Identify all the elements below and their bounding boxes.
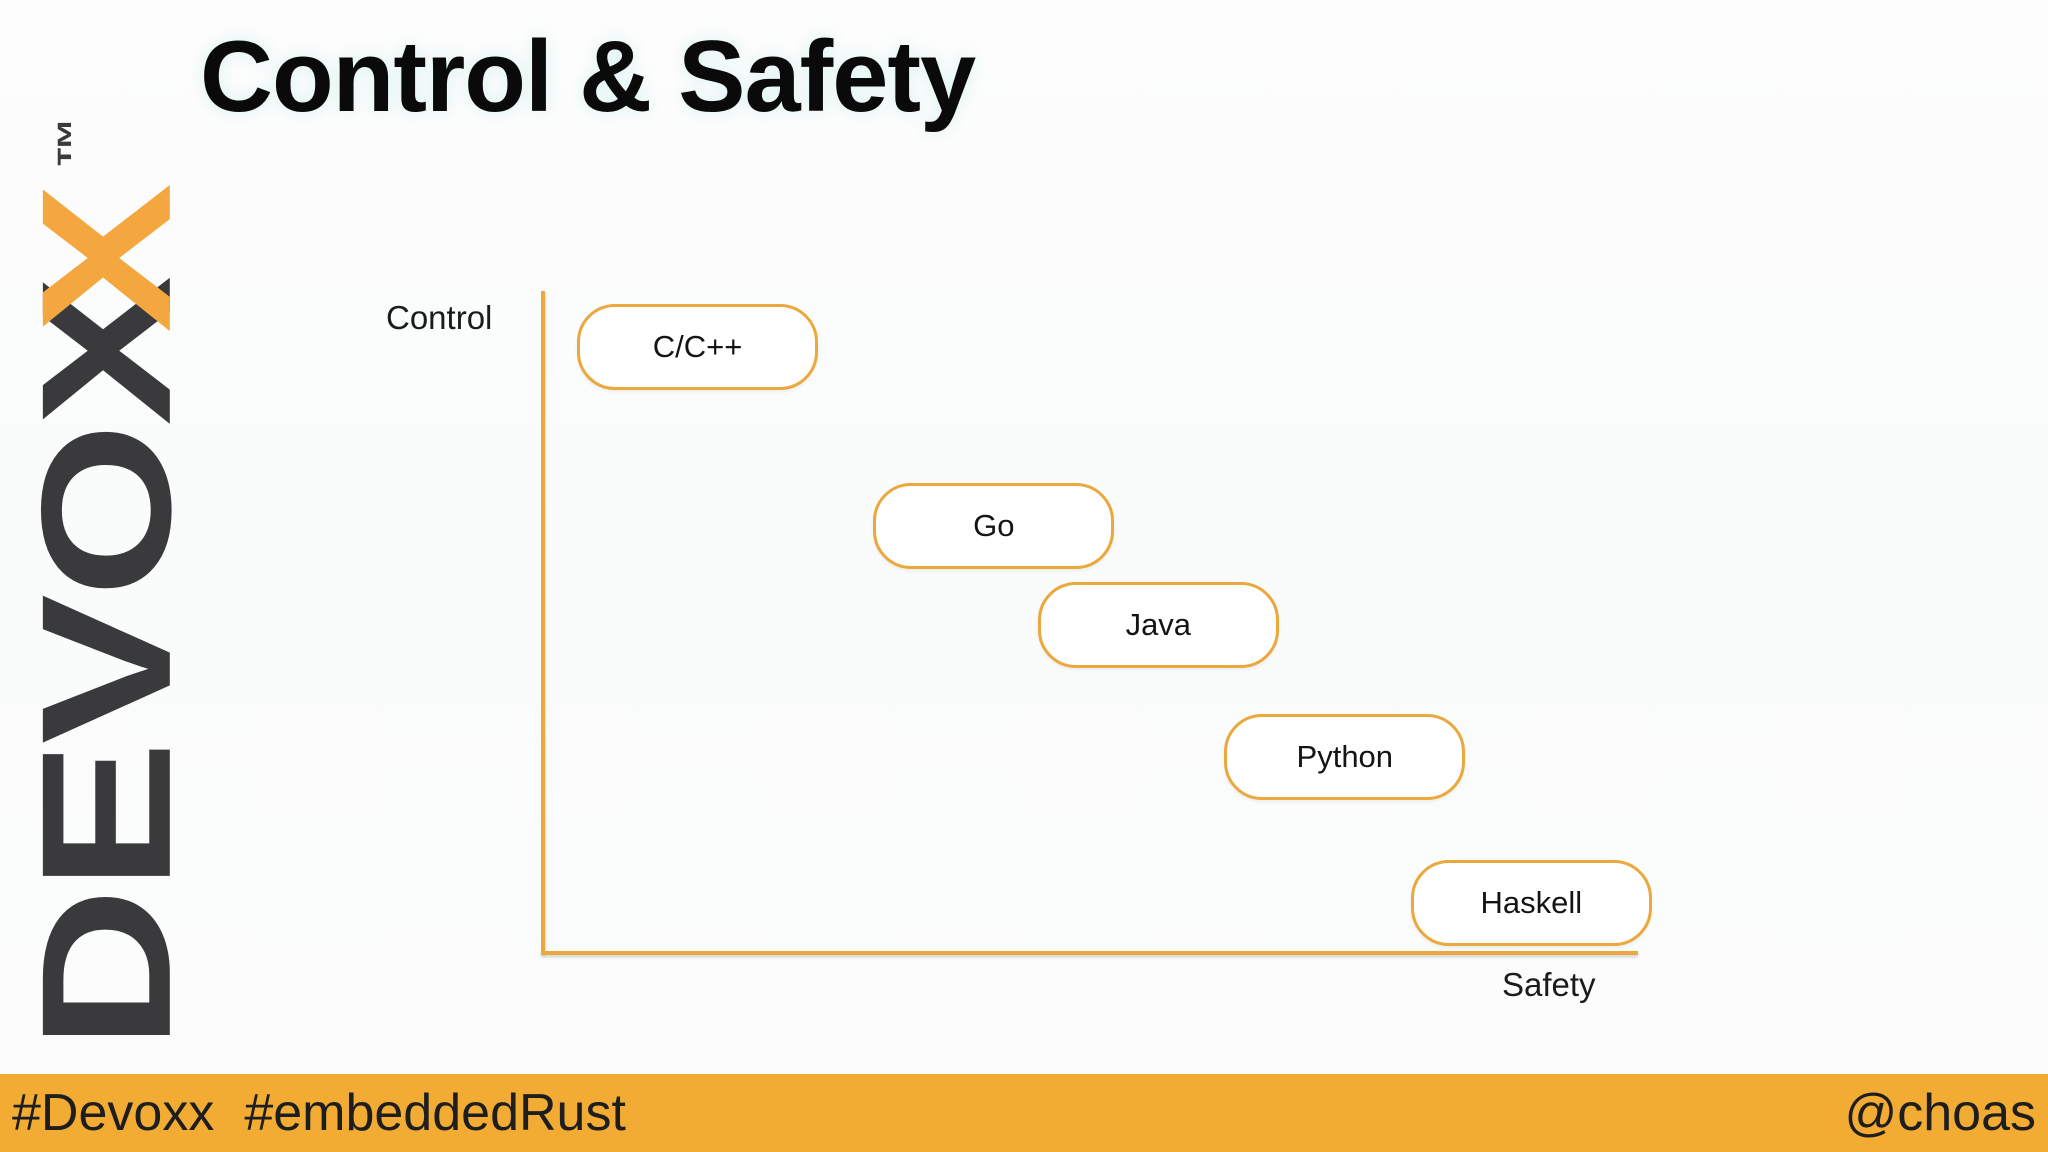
language-pill-python: Python [1224, 714, 1466, 801]
x-axis-line [541, 951, 1638, 955]
pill-label: Java [1125, 607, 1192, 642]
pill-label: Go [973, 507, 1015, 543]
x-axis-label: Safety [1502, 966, 1596, 1003]
pill-label: C/C++ [652, 328, 743, 364]
footer-bar: #Devoxx #embeddedRust @choas [0, 1074, 2048, 1152]
pill-label: Haskell [1480, 885, 1583, 921]
twitter-handle: @choas [1844, 1084, 2036, 1142]
y-axis-line [541, 291, 545, 955]
language-pill-java: Java [1037, 582, 1279, 668]
language-pill-go: Go [873, 482, 1115, 569]
pill-label: Python [1296, 739, 1394, 775]
hashtag-devoxx: #Devoxx [12, 1084, 215, 1142]
hashtag-embedded-rust: #embeddedRust [244, 1084, 626, 1142]
language-pill-c-cpp: C/C++ [577, 303, 819, 390]
slide-title: Control & Safety [200, 21, 976, 133]
footer-hashtags: #Devoxx #embeddedRust [0, 1083, 626, 1143]
language-pill-haskell: Haskell [1410, 860, 1652, 947]
y-axis-label: Control [386, 299, 493, 336]
